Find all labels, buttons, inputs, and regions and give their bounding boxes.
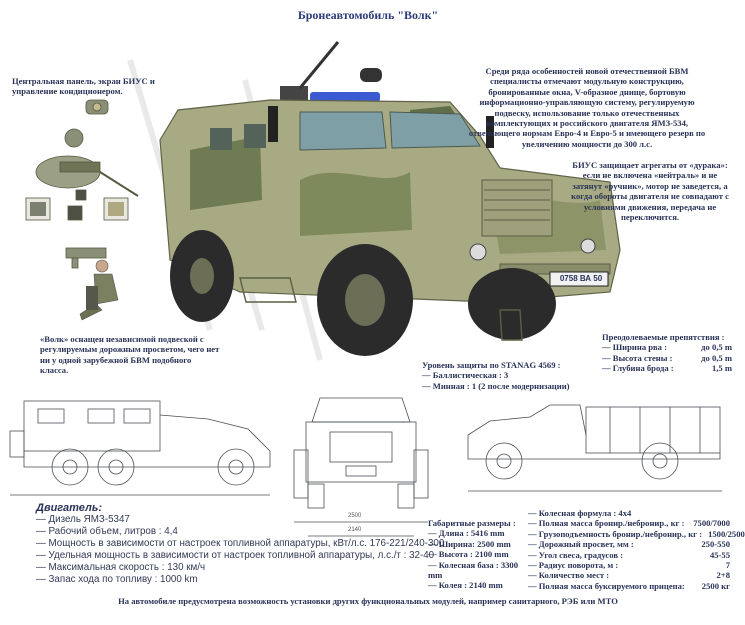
spec-item: — Радиус поворота, м :7 — [528, 560, 730, 571]
top-left-caption: Центральная панель, экран БИУС и управле… — [12, 76, 155, 97]
gabarit-item: — Колесная база : 3300 mm — [428, 559, 519, 581]
page-title: Бронеавтомобиль "Волк" — [297, 8, 439, 22]
interior-parts-illustrations — [25, 99, 139, 321]
stanag-block: Уровень защиты по STANAG 4569 : — Баллис… — [422, 360, 592, 391]
bius-paragraph: БИУС защищает агрегаты от «дурака»: если… — [571, 160, 729, 223]
pedal-part — [65, 247, 107, 269]
obstacle-item: — Глубина брода :1,5 m — [602, 363, 732, 374]
stanag-title: Уровень защиты по STANAG 4569 : — [422, 360, 561, 370]
gabarit-item: — Ширина: 2500 mm — [428, 538, 511, 549]
engine-item: — Дизель ЯМЗ-5347 — [36, 514, 130, 525]
gabarits-title: Габаритные размеры : — [428, 518, 516, 528]
gabarit-item: — Колея : 2140 mm — [428, 580, 503, 591]
side-view-drawing — [9, 400, 271, 496]
engine-item: — Мощность в зависимости от настроек топ… — [36, 538, 445, 549]
license-plate — [549, 271, 609, 287]
license-plate-text: 0758 ВА 50 — [559, 274, 603, 283]
obstacle-item: — Ширина рва :до 0,5 m — [602, 342, 732, 353]
front-track-dimension: 2140 — [348, 527, 362, 533]
intro-paragraph: Среди ряда особенностей новой отечествен… — [468, 66, 706, 149]
gabarit-item: — Высота : 2100 mm — [428, 549, 509, 560]
vehicle-illustration — [159, 41, 621, 356]
wheels — [170, 230, 556, 356]
spec-item: — Угол свеса, градусов :45-55 — [528, 549, 730, 560]
footer-note: На автомобиле предусмотрена возможность … — [118, 596, 618, 606]
front-width-dimension: 2500 — [348, 513, 362, 519]
suspension-paragraph: «Волк» оснащен независимой подвеской с р… — [40, 334, 220, 376]
spec-item: — Полная масса бронир./небронир., кг :75… — [528, 518, 730, 529]
control-knob-part — [85, 99, 109, 115]
gabarit-item: — Длина : 5416 mm — [428, 528, 505, 539]
bius-screen-part — [25, 189, 129, 221]
pickup-view-drawing — [467, 404, 722, 492]
vehicle-body — [159, 99, 621, 303]
stanag-item: — Минная : 1 (2 после модернизации) — [422, 380, 570, 391]
seated-crew-figure — [79, 259, 119, 321]
roof-turret — [280, 41, 382, 102]
spec-item: — Колесная формула : 4х4 — [528, 508, 632, 518]
obstacles-title: Преодолеваемые препятствия : — [602, 332, 725, 342]
spec-item: — Полная масса буксируемого прицепа:2500… — [528, 580, 730, 591]
front-view-drawing — [293, 397, 429, 537]
engine-item: — Удельная мощность в зависимости от нас… — [36, 550, 435, 561]
obstacles-block: Преодолеваемые препятствия : — Ширина рв… — [602, 332, 732, 374]
engine-item: — Максимальная скорость : 130 км/ч — [36, 562, 206, 573]
engine-item: — Запас хода по топливу : 1000 km — [36, 574, 198, 585]
engine-item: — Рабочий объем, литров : 4,4 — [36, 526, 178, 537]
gabarits-block: Габаритные размеры : — Длина : 5416 mm —… — [428, 518, 528, 591]
engine-block: Двигатель: — Дизель ЯМЗ-5347 — Рабочий о… — [36, 502, 466, 586]
spec-item: — Количество мест :2+8 — [528, 570, 730, 581]
steering-column-part — [35, 128, 139, 197]
spec-item: — Грузоподъемность бронир./небронир., кг… — [528, 528, 745, 539]
stanag-item: — Баллистическая : 3 — [422, 370, 509, 381]
specs-block: — Колесная формула : 4х4 — Полная масса … — [528, 508, 745, 591]
obstacle-item: — Высота стены :до 0,5 m — [602, 352, 732, 363]
spec-item: — Дорожный просвет, мм :250-550 — [528, 539, 730, 550]
engine-title: Двигатель: — [36, 502, 103, 514]
